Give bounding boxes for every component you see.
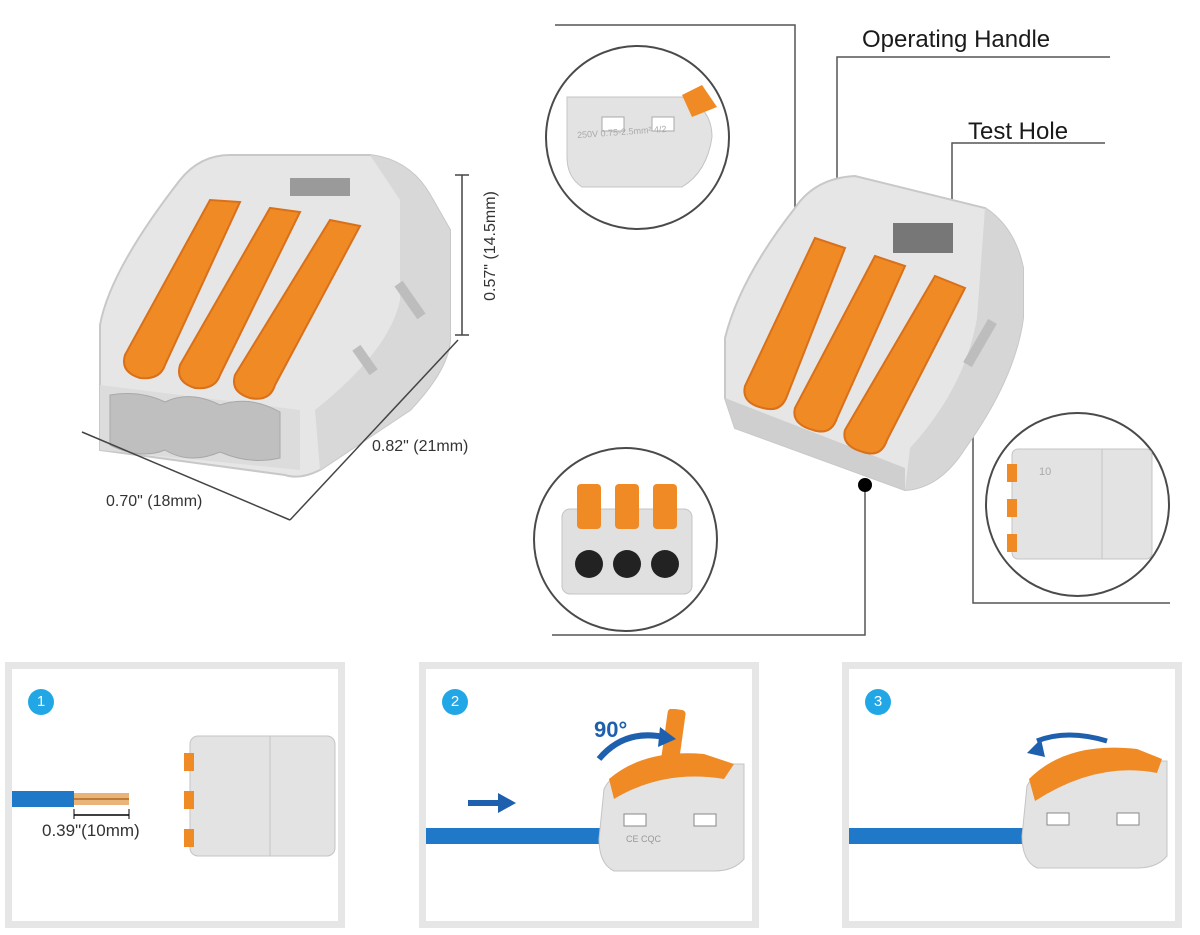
operating-handle-label: Operating Handle xyxy=(862,26,1051,53)
width-dimension-label: 0.70" (18mm) xyxy=(106,493,203,510)
height-dimension-label: 0.57" (14.5mm) xyxy=(482,191,499,301)
cert-marks-text: CE CQC xyxy=(626,834,662,844)
main-connector xyxy=(724,174,1024,492)
connector-handle-raised xyxy=(596,709,745,872)
rotate-arrow-icon xyxy=(1027,739,1045,757)
step-panel-3: 3 xyxy=(842,662,1182,928)
detail-circle-strip-gauge: 10 xyxy=(985,412,1170,597)
lever-3 xyxy=(233,218,362,400)
step-number-badge: 1 xyxy=(28,689,54,715)
dimensioned-connector xyxy=(81,154,469,521)
lever-2 xyxy=(178,206,302,390)
depth-dimension-label: 0.82" (21mm) xyxy=(372,438,469,455)
step-number-badge: 2 xyxy=(442,689,468,715)
strip-gauge-text: 10 xyxy=(1039,466,1052,478)
lever-1 xyxy=(123,198,242,380)
step-number-badge: 3 xyxy=(865,689,891,715)
detail-circle-side-rating: 250V 0.75-2.5mm² 4/2 xyxy=(545,45,730,230)
test-hole-label: Test Hole xyxy=(968,118,1069,145)
pointer-dot-icon xyxy=(858,478,872,492)
detail-circle-wire-entry xyxy=(533,447,718,632)
insert-arrow-icon xyxy=(468,793,516,813)
connector-handle-closed xyxy=(1021,732,1168,869)
strip-length-label: 0.39"(10mm) xyxy=(42,821,140,840)
rotate-arrow-icon xyxy=(658,727,676,747)
connector-top-view xyxy=(184,735,336,857)
step-panel-1: 1 0.39"(10mm) xyxy=(5,662,345,928)
step-panel-2: 2 90° CE CQC xyxy=(419,662,759,928)
